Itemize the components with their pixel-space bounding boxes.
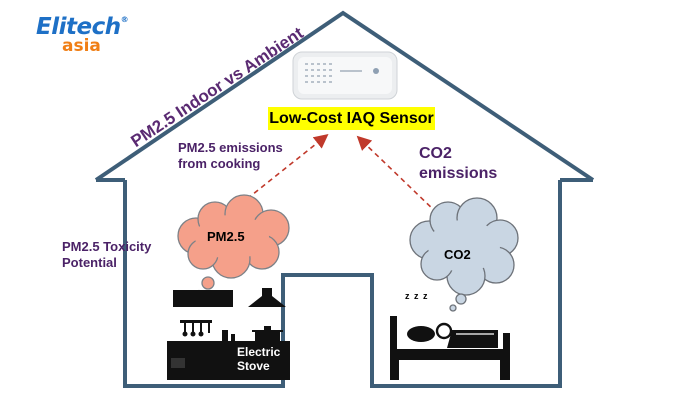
brand-logo: Elitech® — [36, 14, 129, 40]
pm25-cloud-label: PM2.5 — [207, 229, 245, 244]
co2-to-sensor-arrow — [356, 135, 438, 214]
range-hood-icon — [248, 288, 286, 307]
pot-icon — [252, 326, 283, 341]
sensor-label: Low-Cost IAQ Sensor — [268, 107, 435, 130]
pm25-cloud-shape — [177, 194, 290, 299]
utensil-rack-icon — [180, 320, 212, 337]
sleeping-person-icon — [407, 322, 498, 348]
co2-emissions-label: CO2 emissions — [419, 145, 498, 182]
stove-counter-icon — [167, 341, 290, 380]
stove-label: Electric Stove — [237, 345, 281, 374]
pm25-emissions-label: PM2.5 emissions from cooking — [178, 140, 283, 171]
toxicity-potential-label: PM2.5 Toxicity Potential — [62, 239, 152, 270]
air-quality-sensor-device-icon — [292, 51, 398, 100]
kitchen-cabinet-icon — [173, 290, 233, 307]
co2-cloud-shape — [409, 197, 519, 312]
house-outline — [94, 10, 595, 388]
sleep-zzz-indicator: z z z — [405, 291, 429, 301]
brand-region-label: asia — [62, 36, 101, 56]
co2-cloud-label: CO2 — [444, 247, 471, 262]
bed-icon — [390, 316, 510, 380]
